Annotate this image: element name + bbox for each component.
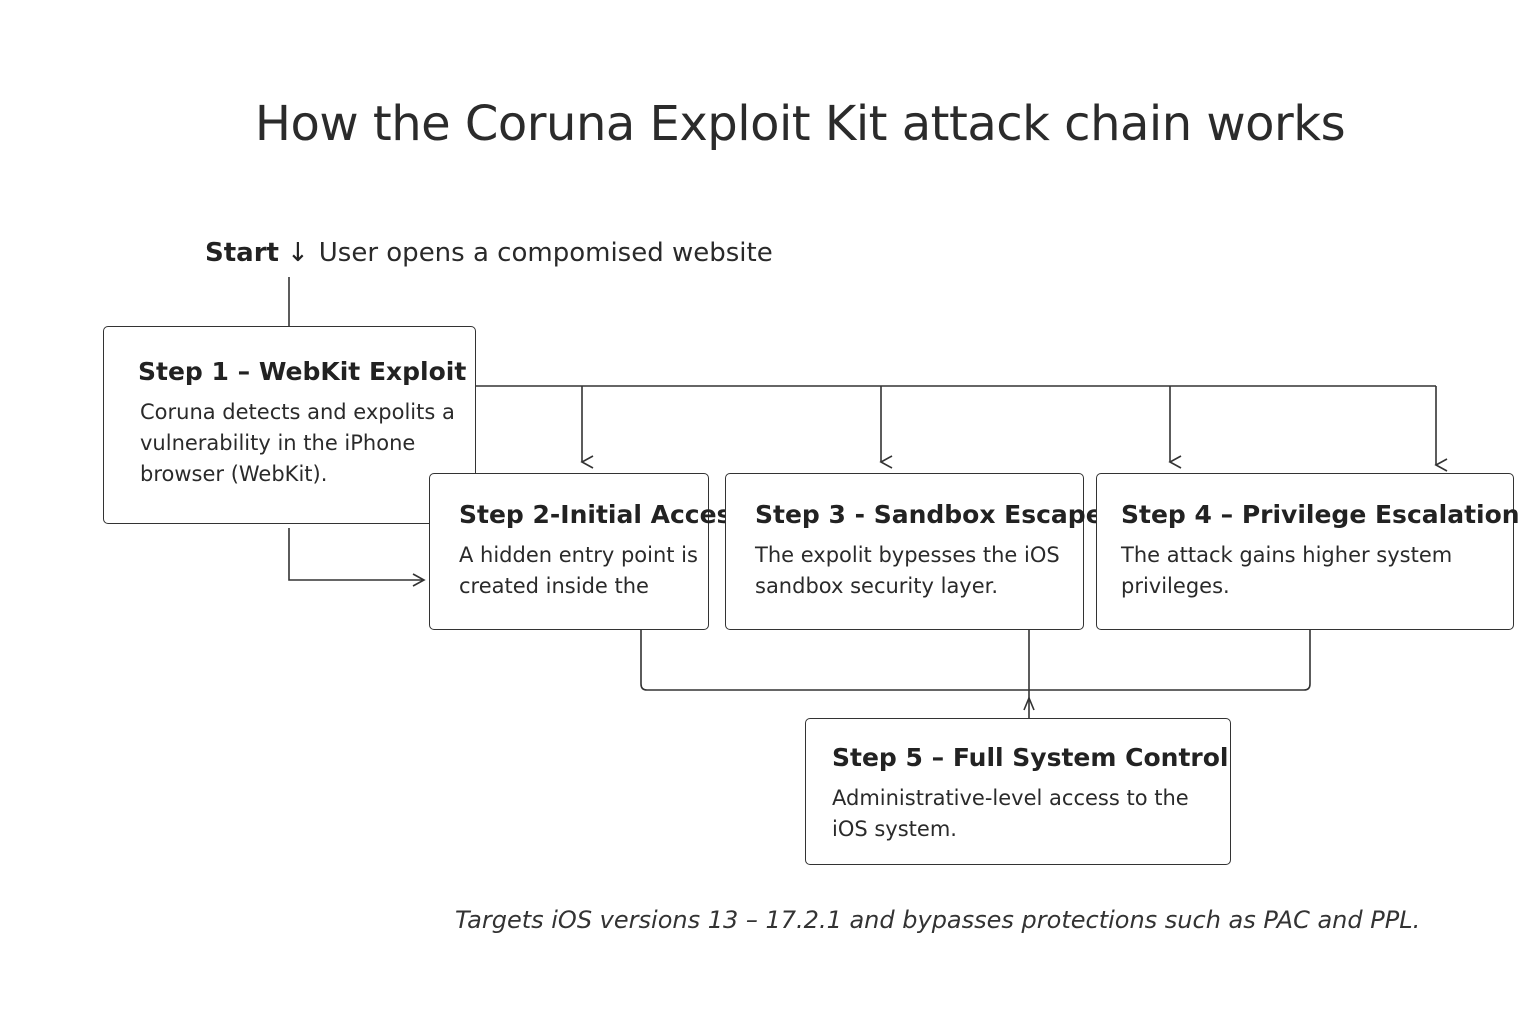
start-text: User opens a compomised website bbox=[318, 238, 773, 268]
start-label: Start bbox=[205, 238, 279, 268]
start-arrow-icon: ↓ bbox=[286, 238, 309, 268]
step-5-heading: Step 5 – Full System Control bbox=[832, 743, 1229, 772]
step-3-heading: Step 3 - Sandbox Escape bbox=[755, 500, 1103, 529]
arrow-into-step5 bbox=[1023, 695, 1035, 711]
step-1-description: Coruna detects and expolits a vulnerabil… bbox=[140, 400, 455, 486]
step-1-heading: Step 1 – WebKit Exploit bbox=[138, 357, 467, 386]
step-4-heading: Step 4 – Privilege Escalation bbox=[1121, 500, 1520, 529]
step-1-box: Step 1 – WebKit Exploit Coruna detects a… bbox=[103, 326, 476, 524]
diagram-title: How the Coruna Exploit Kit attack chain … bbox=[254, 96, 1346, 152]
footnote: Targets iOS versions 13 – 17.2.1 and byp… bbox=[455, 906, 1421, 934]
step-5-description: Administrative-level access to the iOS s… bbox=[832, 786, 1189, 841]
step-2-box: Step 2-Initial Access A hidden entry poi… bbox=[429, 473, 746, 630]
start-row: Start↓ User opens a compomised website bbox=[205, 238, 773, 268]
step-3-description: The expolit bypesses the iOS sandbox sec… bbox=[755, 543, 1060, 598]
step-3-box: Step 3 - Sandbox Escape The expolit bype… bbox=[725, 473, 1103, 630]
step-2-description: A hidden entry point is created inside t… bbox=[459, 543, 698, 598]
step-4-box: Step 4 – Privilege Escalation The attack… bbox=[1096, 473, 1520, 630]
step-2-heading: Step 2-Initial Access bbox=[459, 500, 747, 529]
connector-bus-bottom bbox=[640, 630, 1311, 691]
step-4-description: The attack gains higher system privilege… bbox=[1121, 543, 1453, 598]
step-5-box: Step 5 – Full System Control Administrat… bbox=[805, 718, 1231, 865]
arrow-step1-to-step2 bbox=[288, 528, 426, 587]
